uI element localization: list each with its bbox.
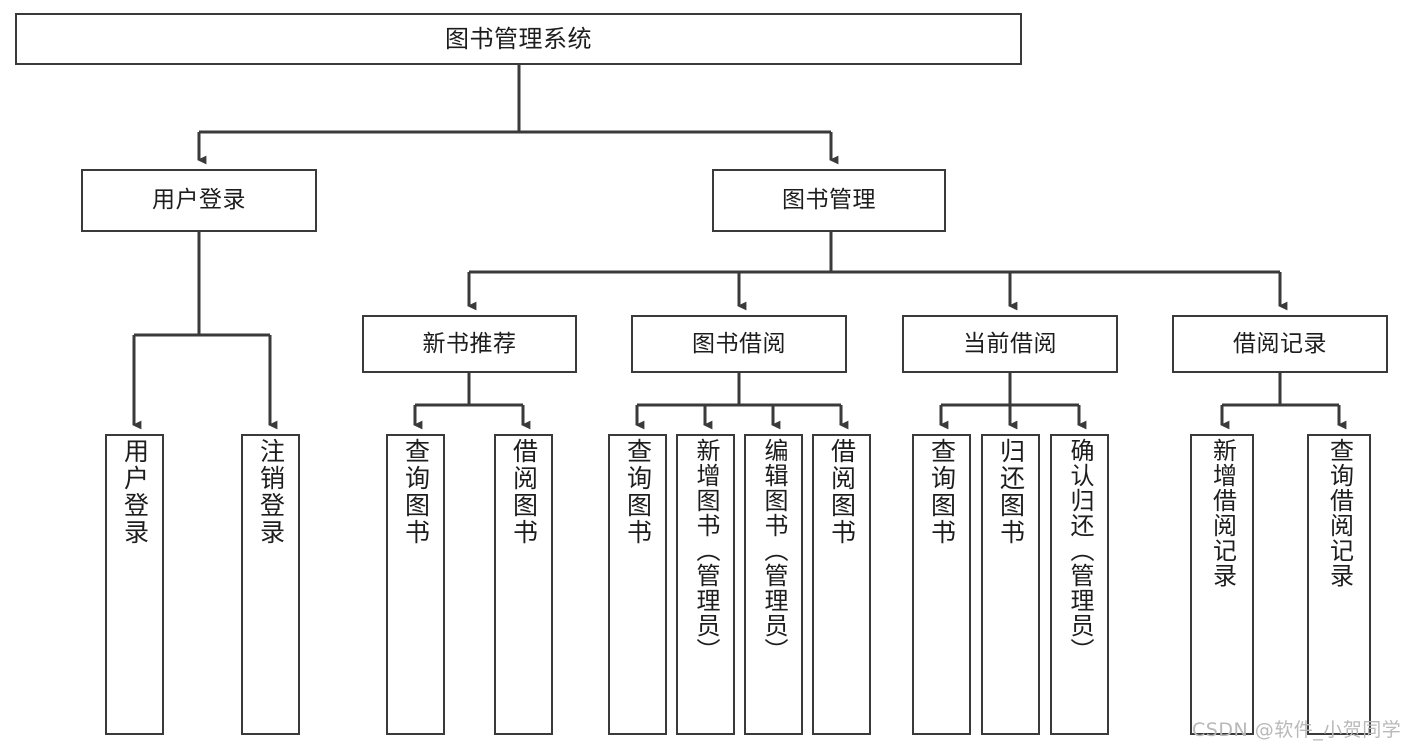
node-label: 确认归还（管理员） [1065, 438, 1094, 663]
node-book-management[interactable]: 图书管理 [712, 169, 946, 232]
node-new-book-recommend[interactable]: 新书推荐 [362, 315, 577, 373]
node-book-borrow[interactable]: 图书借阅 [631, 315, 847, 373]
node-label: 当前借阅 [963, 330, 1057, 357]
node-root-book-management-system[interactable]: 图书管理系统 [15, 13, 1022, 65]
node-current-borrow[interactable]: 当前借阅 [902, 315, 1118, 373]
node-label: 新增借阅记录 [1208, 438, 1237, 588]
node-label: 查询图书 [623, 438, 653, 546]
leaf-add-borrow-record[interactable]: 新增借阅记录 [1190, 434, 1254, 735]
node-label: 查询图书 [927, 438, 957, 546]
node-label: 查询图书 [401, 438, 431, 546]
leaf-confirm-return-admin[interactable]: 确认归还（管理员） [1050, 434, 1109, 735]
leaf-logout[interactable]: 注销登录 [241, 434, 300, 735]
leaf-borrow-book-new[interactable]: 借阅图书 [494, 434, 553, 735]
leaf-query-book-new[interactable]: 查询图书 [386, 434, 445, 735]
node-label: 归还图书 [996, 438, 1026, 546]
node-borrow-record[interactable]: 借阅记录 [1172, 315, 1388, 373]
node-label: 新增图书（管理员） [691, 438, 720, 663]
node-label: 注销登录 [256, 438, 286, 546]
leaf-query-book-current[interactable]: 查询图书 [912, 434, 971, 735]
node-label: 借阅图书 [827, 438, 857, 546]
node-label: 图书管理系统 [445, 25, 592, 53]
leaf-borrow-book[interactable]: 借阅图书 [812, 434, 871, 735]
leaf-edit-book-admin[interactable]: 编辑图书（管理员） [744, 434, 803, 735]
leaf-add-book-admin[interactable]: 新增图书（管理员） [676, 434, 735, 735]
node-label: 借阅记录 [1233, 330, 1327, 357]
csdn-watermark: CSDN @软件_小贺同学 [1192, 715, 1401, 742]
node-label: 借阅图书 [509, 438, 539, 546]
node-label: 新书推荐 [422, 330, 517, 357]
node-label: 查询借阅记录 [1325, 438, 1354, 588]
node-label: 编辑图书（管理员） [759, 438, 788, 663]
leaf-query-book[interactable]: 查询图书 [608, 434, 667, 735]
watermark-text: CSDN @软件_小贺同学 [1192, 719, 1402, 741]
node-label: 用户登录 [152, 187, 246, 213]
leaf-query-borrow-record[interactable]: 查询借阅记录 [1307, 434, 1371, 735]
leaf-user-login[interactable]: 用户登录 [105, 434, 164, 735]
node-label: 图书借阅 [692, 330, 786, 357]
leaf-return-book[interactable]: 归还图书 [981, 434, 1040, 735]
node-label: 图书管理 [782, 187, 876, 213]
node-user-login[interactable]: 用户登录 [81, 169, 317, 232]
node-label: 用户登录 [120, 438, 150, 546]
